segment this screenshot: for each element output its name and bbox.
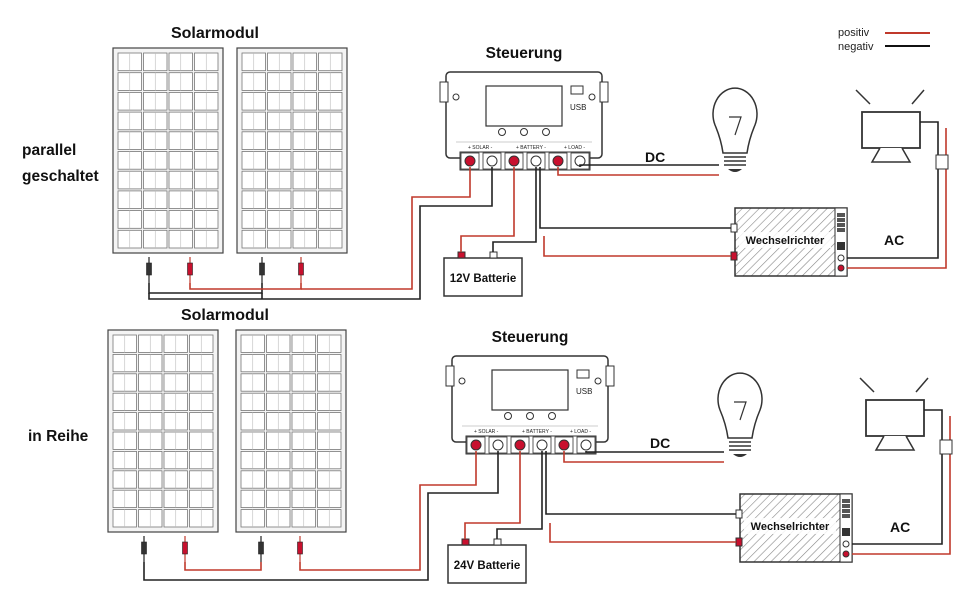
terminal-label: + SOLAR - bbox=[474, 429, 499, 435]
solar-positive-wire bbox=[299, 451, 477, 571]
negative-terminal bbox=[580, 439, 592, 451]
controller-display bbox=[491, 369, 569, 411]
legend-positive-label: positiv bbox=[838, 27, 870, 39]
charge-controller: USB + SOLAR - + BATTERY - + LOAD - bbox=[439, 71, 609, 171]
controller-title: Steuerung bbox=[486, 45, 563, 62]
solar-panel-1 bbox=[107, 329, 219, 533]
negative-terminal bbox=[486, 155, 498, 167]
positive-terminal bbox=[470, 439, 482, 451]
tv-monitor-icon bbox=[855, 89, 925, 163]
battery: 12V Batterie bbox=[443, 251, 523, 297]
solar-positive-wire bbox=[301, 167, 471, 290]
legend-negative-label: negativ bbox=[838, 41, 874, 53]
load-positive-wire bbox=[557, 167, 719, 176]
controller-button[interactable] bbox=[526, 412, 534, 420]
section-parallel: parallel geschaltet SolarmodulSteuerungUSB… bbox=[22, 25, 949, 300]
controller-display bbox=[485, 85, 563, 127]
series-link-wire bbox=[184, 562, 262, 571]
inverter-label: Wechselrichter bbox=[751, 521, 830, 533]
plug-icon bbox=[935, 154, 949, 170]
load-positive-wire bbox=[563, 451, 724, 463]
ac-wire-1 bbox=[847, 121, 939, 259]
positive-terminal bbox=[464, 155, 476, 167]
ac-wire-2 bbox=[847, 128, 947, 269]
tv-monitor-icon bbox=[859, 377, 929, 451]
panel-negative-wire bbox=[148, 283, 263, 294]
terminal-label: + BATTERY - bbox=[522, 429, 552, 435]
controller-button[interactable] bbox=[498, 128, 506, 136]
charge-controller: USB + SOLAR - + BATTERY - + LOAD - bbox=[445, 355, 615, 455]
controller-title: Steuerung bbox=[492, 329, 569, 346]
light-bulb-icon bbox=[712, 87, 758, 172]
inverter: Wechselrichter bbox=[735, 493, 853, 563]
load-negative-wire bbox=[585, 451, 724, 453]
solar-panel-title: Solarmodul bbox=[171, 25, 259, 42]
legend: positiv negativ bbox=[838, 27, 930, 53]
negative-terminal bbox=[530, 155, 542, 167]
controller-button[interactable] bbox=[520, 128, 528, 136]
positive-terminal bbox=[552, 155, 564, 167]
usb-label: USB bbox=[576, 387, 592, 396]
ac-wire-2 bbox=[852, 416, 951, 555]
inverter-negative-wire bbox=[539, 167, 731, 229]
battery: 24V Batterie bbox=[447, 538, 527, 584]
controller-button[interactable] bbox=[504, 412, 512, 420]
positive-terminal bbox=[508, 155, 520, 167]
battery-positive-wire bbox=[464, 451, 521, 539]
terminal-label: + BATTERY - bbox=[516, 145, 546, 151]
light-bulb-icon bbox=[717, 372, 763, 457]
inverter-positive-wire bbox=[549, 523, 736, 543]
battery-positive-wire bbox=[460, 167, 515, 252]
controller-button[interactable] bbox=[548, 412, 556, 420]
inverter-negative-wire bbox=[545, 451, 736, 515]
terminal-label: + LOAD - bbox=[564, 145, 585, 151]
negative-terminal bbox=[536, 439, 548, 451]
ac-label: AC bbox=[890, 519, 910, 535]
panel-positive-wire bbox=[189, 283, 302, 290]
battery-label: 12V Batterie bbox=[450, 273, 516, 285]
ac-wire-1 bbox=[852, 409, 943, 545]
controller-button[interactable] bbox=[542, 128, 550, 136]
mode-label: parallel bbox=[22, 142, 76, 159]
solar-panel-2 bbox=[236, 47, 348, 254]
dc-label: DC bbox=[645, 149, 665, 165]
positive-terminal bbox=[558, 439, 570, 451]
mode-label: geschaltet bbox=[22, 168, 99, 185]
usb-label: USB bbox=[570, 103, 586, 112]
ac-label: AC bbox=[884, 232, 904, 248]
dc-label: DC bbox=[650, 435, 670, 451]
battery-negative-wire bbox=[492, 167, 537, 252]
solar-negative-wire bbox=[148, 167, 493, 300]
battery-negative-wire bbox=[496, 451, 543, 539]
solar-panel-2 bbox=[235, 329, 347, 533]
terminal-label: + LOAD - bbox=[570, 429, 591, 435]
mode-label: in Reihe bbox=[28, 428, 89, 445]
plug-icon bbox=[939, 439, 953, 455]
inverter-label: Wechselrichter bbox=[746, 235, 825, 247]
solar-panel-1 bbox=[112, 47, 224, 254]
positive-terminal bbox=[514, 439, 526, 451]
inverter: Wechselrichter bbox=[730, 207, 848, 277]
negative-terminal bbox=[492, 439, 504, 451]
load-negative-wire bbox=[579, 164, 719, 167]
battery-label: 24V Batterie bbox=[454, 560, 520, 572]
terminal-label: + SOLAR - bbox=[468, 145, 493, 151]
inverter-positive-wire bbox=[543, 236, 731, 257]
solar-negative-wire bbox=[143, 451, 499, 581]
solar-panel-title: Solarmodul bbox=[181, 307, 269, 324]
